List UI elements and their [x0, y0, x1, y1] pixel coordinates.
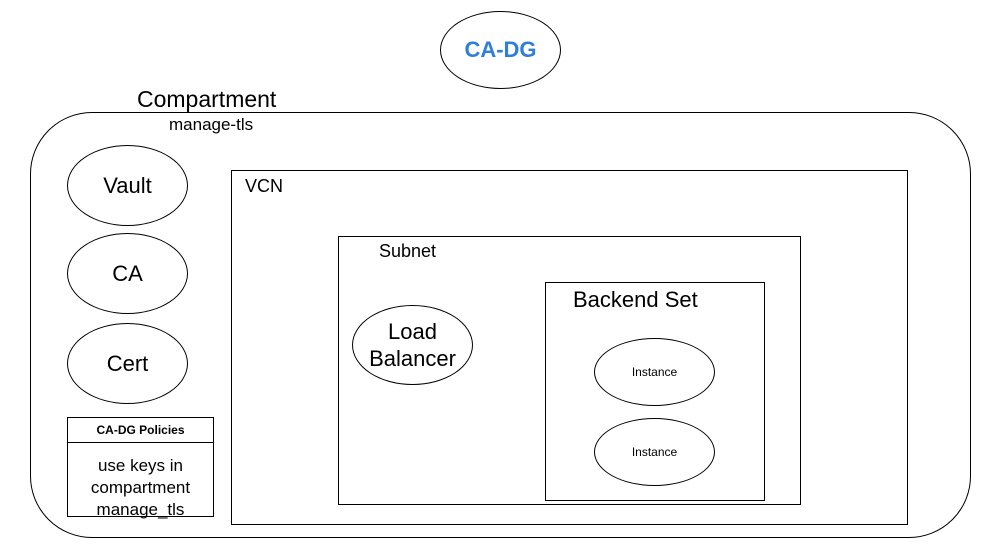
cert-node: Cert — [67, 323, 188, 404]
policy-line: manage_tls — [96, 500, 185, 519]
compartment-name: manage-tls — [169, 115, 254, 134]
vault-node: Vault — [67, 145, 188, 226]
cert-label: Cert — [106, 350, 149, 376]
compartment-container — [30, 112, 971, 538]
policy-line: use keys in — [97, 456, 184, 475]
instance-label: Instance — [631, 445, 678, 459]
policy-line: compartment — [90, 478, 191, 497]
instance-node: Instance — [594, 418, 715, 486]
backend-set-label: Backend Set — [573, 287, 698, 312]
load-balancer-line: Load — [388, 319, 437, 344]
instance-label: Instance — [631, 365, 678, 379]
policies-header-label: CA-DG Policies — [96, 423, 185, 437]
vcn-label: VCN — [245, 176, 284, 196]
subnet-label: Subnet — [379, 241, 437, 261]
policies-body: use keys in compartment manage_tls — [68, 443, 213, 521]
vault-label: Vault — [103, 172, 152, 198]
ca-node: CA — [67, 233, 188, 314]
ca-dg-node: CA-DG — [440, 11, 561, 89]
load-balancer-line: Balancer — [369, 346, 456, 371]
instance-node: Instance — [594, 338, 715, 406]
compartment-title: Compartment — [137, 86, 277, 112]
policies-box: CA-DG Policies use keys in compartment m… — [67, 417, 214, 519]
policies-header: CA-DG Policies — [68, 418, 213, 443]
ca-dg-label: CA-DG — [464, 37, 537, 62]
ca-label: CA — [112, 260, 143, 286]
load-balancer-node: Load Balancer — [352, 305, 473, 385]
